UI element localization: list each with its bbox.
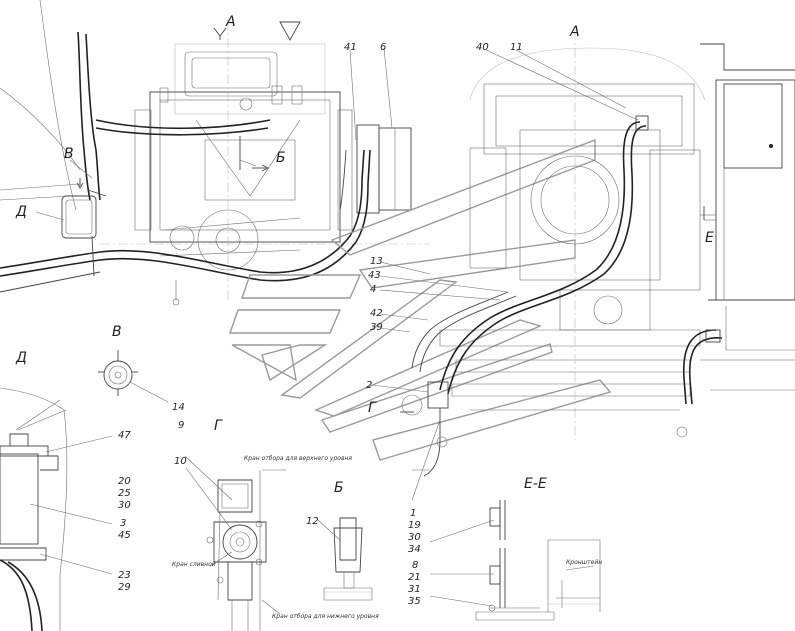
right-hose-lines xyxy=(411,115,723,477)
arrow-label-g: Г xyxy=(368,400,377,416)
callout-43: 43 xyxy=(368,270,381,281)
view-label-d-detail: Д xyxy=(15,350,27,366)
callout-30a: 30 xyxy=(118,500,131,511)
callout-35: 35 xyxy=(408,596,421,607)
callout-2: 2 xyxy=(366,380,372,391)
view-label-v: В xyxy=(112,324,122,340)
section-arrows xyxy=(76,21,705,413)
callout-39: 39 xyxy=(370,322,383,333)
callout-3: 3 xyxy=(120,518,126,529)
callout-10: 10 xyxy=(174,456,187,467)
view-label-d-left: Д xyxy=(15,204,27,220)
callout-19: 19 xyxy=(408,520,421,531)
view-label-top-a: А xyxy=(225,14,236,30)
arrow-label-e: Е xyxy=(705,230,714,246)
callout-14: 14 xyxy=(172,402,185,413)
leader-lines xyxy=(35,47,716,501)
note-lower-tap: Кран отбора для нижнего уровня xyxy=(272,613,379,620)
callout-23: 23 xyxy=(118,570,131,581)
note-drain-tap: Кран сливной xyxy=(172,561,216,568)
view-label-e-e: Е-Е xyxy=(524,476,547,492)
callout-40: 40 xyxy=(476,42,489,53)
callout-20: 20 xyxy=(118,476,131,487)
callout-13: 13 xyxy=(370,256,383,267)
callout-29: 29 xyxy=(118,582,131,593)
callout-1: 1 xyxy=(410,508,416,519)
callout-47: 47 xyxy=(118,430,131,441)
callout-30b: 30 xyxy=(408,532,421,543)
callout-41: 41 xyxy=(344,42,357,53)
view-v-detail xyxy=(98,350,169,403)
view-label-right-a: А xyxy=(569,24,580,40)
callout-21: 21 xyxy=(408,572,421,583)
callout-12: 12 xyxy=(306,516,319,527)
callout-9: 9 xyxy=(178,420,184,431)
view-g-detail xyxy=(184,455,286,631)
annotation-notes: Кран отбора для верхнего уровня Кран сли… xyxy=(172,455,602,620)
arrow-label-b: Б xyxy=(276,150,286,166)
engine-top-view xyxy=(0,0,430,300)
callout-31: 31 xyxy=(408,584,421,595)
callout-11: 11 xyxy=(510,42,523,53)
view-b-detail xyxy=(317,517,373,601)
view-d-detail xyxy=(0,387,113,631)
callout-6: 6 xyxy=(380,42,386,53)
callout-4: 4 xyxy=(370,284,376,295)
callout-8: 8 xyxy=(412,560,418,571)
callout-numbers: 41 6 40 11 13 43 4 42 39 2 14 47 20 25 3… xyxy=(118,42,523,607)
callout-25: 25 xyxy=(118,488,131,499)
left-hose-lines xyxy=(0,31,371,306)
note-upper-tap: Кран отбора для верхнего уровня xyxy=(244,455,352,462)
callout-42: 42 xyxy=(370,308,383,319)
note-bracket: Кронштейн xyxy=(566,559,602,566)
view-labels: А А В Д Д Г Б Б В Е Г Е-Е xyxy=(15,14,714,496)
view-label-b: Б xyxy=(334,480,344,496)
view-label-g: Г xyxy=(214,418,223,434)
engine-side-view xyxy=(401,30,795,440)
section-e-e xyxy=(429,500,601,621)
callout-45: 45 xyxy=(118,530,131,541)
watermark-logo xyxy=(229,138,612,461)
callout-34: 34 xyxy=(408,544,421,555)
arrow-label-v: В xyxy=(64,146,74,162)
